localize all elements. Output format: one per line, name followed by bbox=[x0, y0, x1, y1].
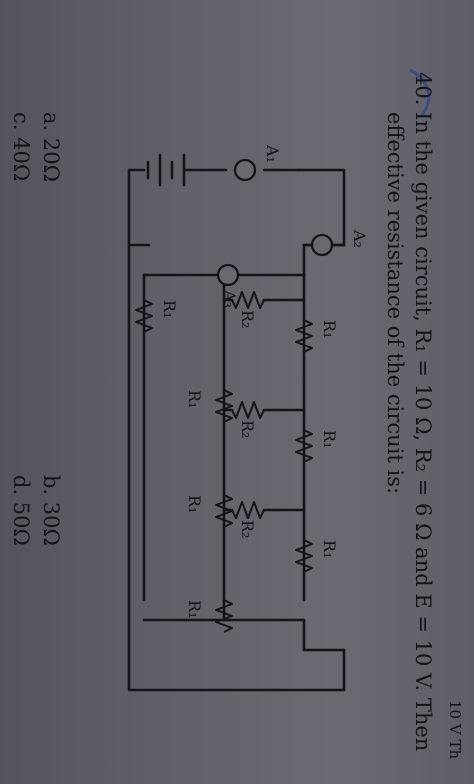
label-r1-mid-2: R₁ bbox=[185, 495, 204, 513]
resistor-r2-1-icon bbox=[231, 291, 265, 309]
label-r2-1: R₂ bbox=[238, 310, 257, 328]
battery-icon bbox=[146, 153, 186, 187]
ammeter-a2-icon bbox=[310, 233, 334, 257]
wire-left-branch bbox=[127, 168, 301, 247]
label-r1-top-3: R₁ bbox=[320, 540, 339, 558]
label-r1-mid-3: R₁ bbox=[185, 600, 204, 618]
resistor-top-2-icon bbox=[295, 429, 313, 463]
wire-right-bottom bbox=[127, 243, 346, 692]
resistor-mid-1-icon bbox=[215, 389, 233, 423]
circuit-diagram: A₂ A₁ A₃ R₁ R₁ R₁ R₁ R₁ R₁ R₁ R₂ R₂ R₂ bbox=[127, 144, 369, 692]
resistor-top-3-icon bbox=[295, 539, 313, 573]
label-r1-mid-1: R₁ bbox=[185, 390, 204, 408]
option-a: a. 20Ω bbox=[39, 112, 63, 182]
label-r2-3: R₂ bbox=[238, 520, 257, 538]
resistor-top-1-icon bbox=[295, 319, 313, 353]
resistor-bottom-left-icon bbox=[135, 299, 153, 333]
wire-top-left bbox=[297, 168, 346, 247]
label-r1-top-1: R₁ bbox=[320, 320, 339, 338]
resistor-mid-3-icon bbox=[215, 599, 233, 633]
question-line-1: In the given circuit, R₁ = 10 Ω, R₂ = 6 … bbox=[411, 112, 435, 751]
label-a3: A₃ bbox=[220, 289, 239, 308]
ammeter-a3-icon bbox=[216, 263, 240, 287]
margin-fragment: 10 V Th bbox=[446, 700, 464, 759]
option-c: c. 40Ω bbox=[9, 112, 33, 181]
resistor-r2-2-icon bbox=[231, 401, 265, 419]
resistor-r2-3-icon bbox=[231, 501, 265, 519]
label-a1: A₁ bbox=[263, 144, 282, 163]
label-r1-top-2: R₁ bbox=[320, 430, 339, 448]
question-number: 40. bbox=[411, 72, 435, 105]
label-r1-left: R₁ bbox=[160, 300, 179, 318]
option-b: b. 30Ω bbox=[39, 475, 63, 546]
label-a2: A₂ bbox=[350, 229, 369, 248]
option-d: d. 50Ω bbox=[9, 475, 33, 546]
label-r2-2: R₂ bbox=[238, 420, 257, 438]
ammeter-a1-icon bbox=[233, 158, 257, 182]
pen-tick-mark bbox=[409, 68, 431, 116]
wire-right-join bbox=[302, 618, 346, 652]
question-line-2: effective resistance of the circuit is: bbox=[383, 112, 407, 494]
